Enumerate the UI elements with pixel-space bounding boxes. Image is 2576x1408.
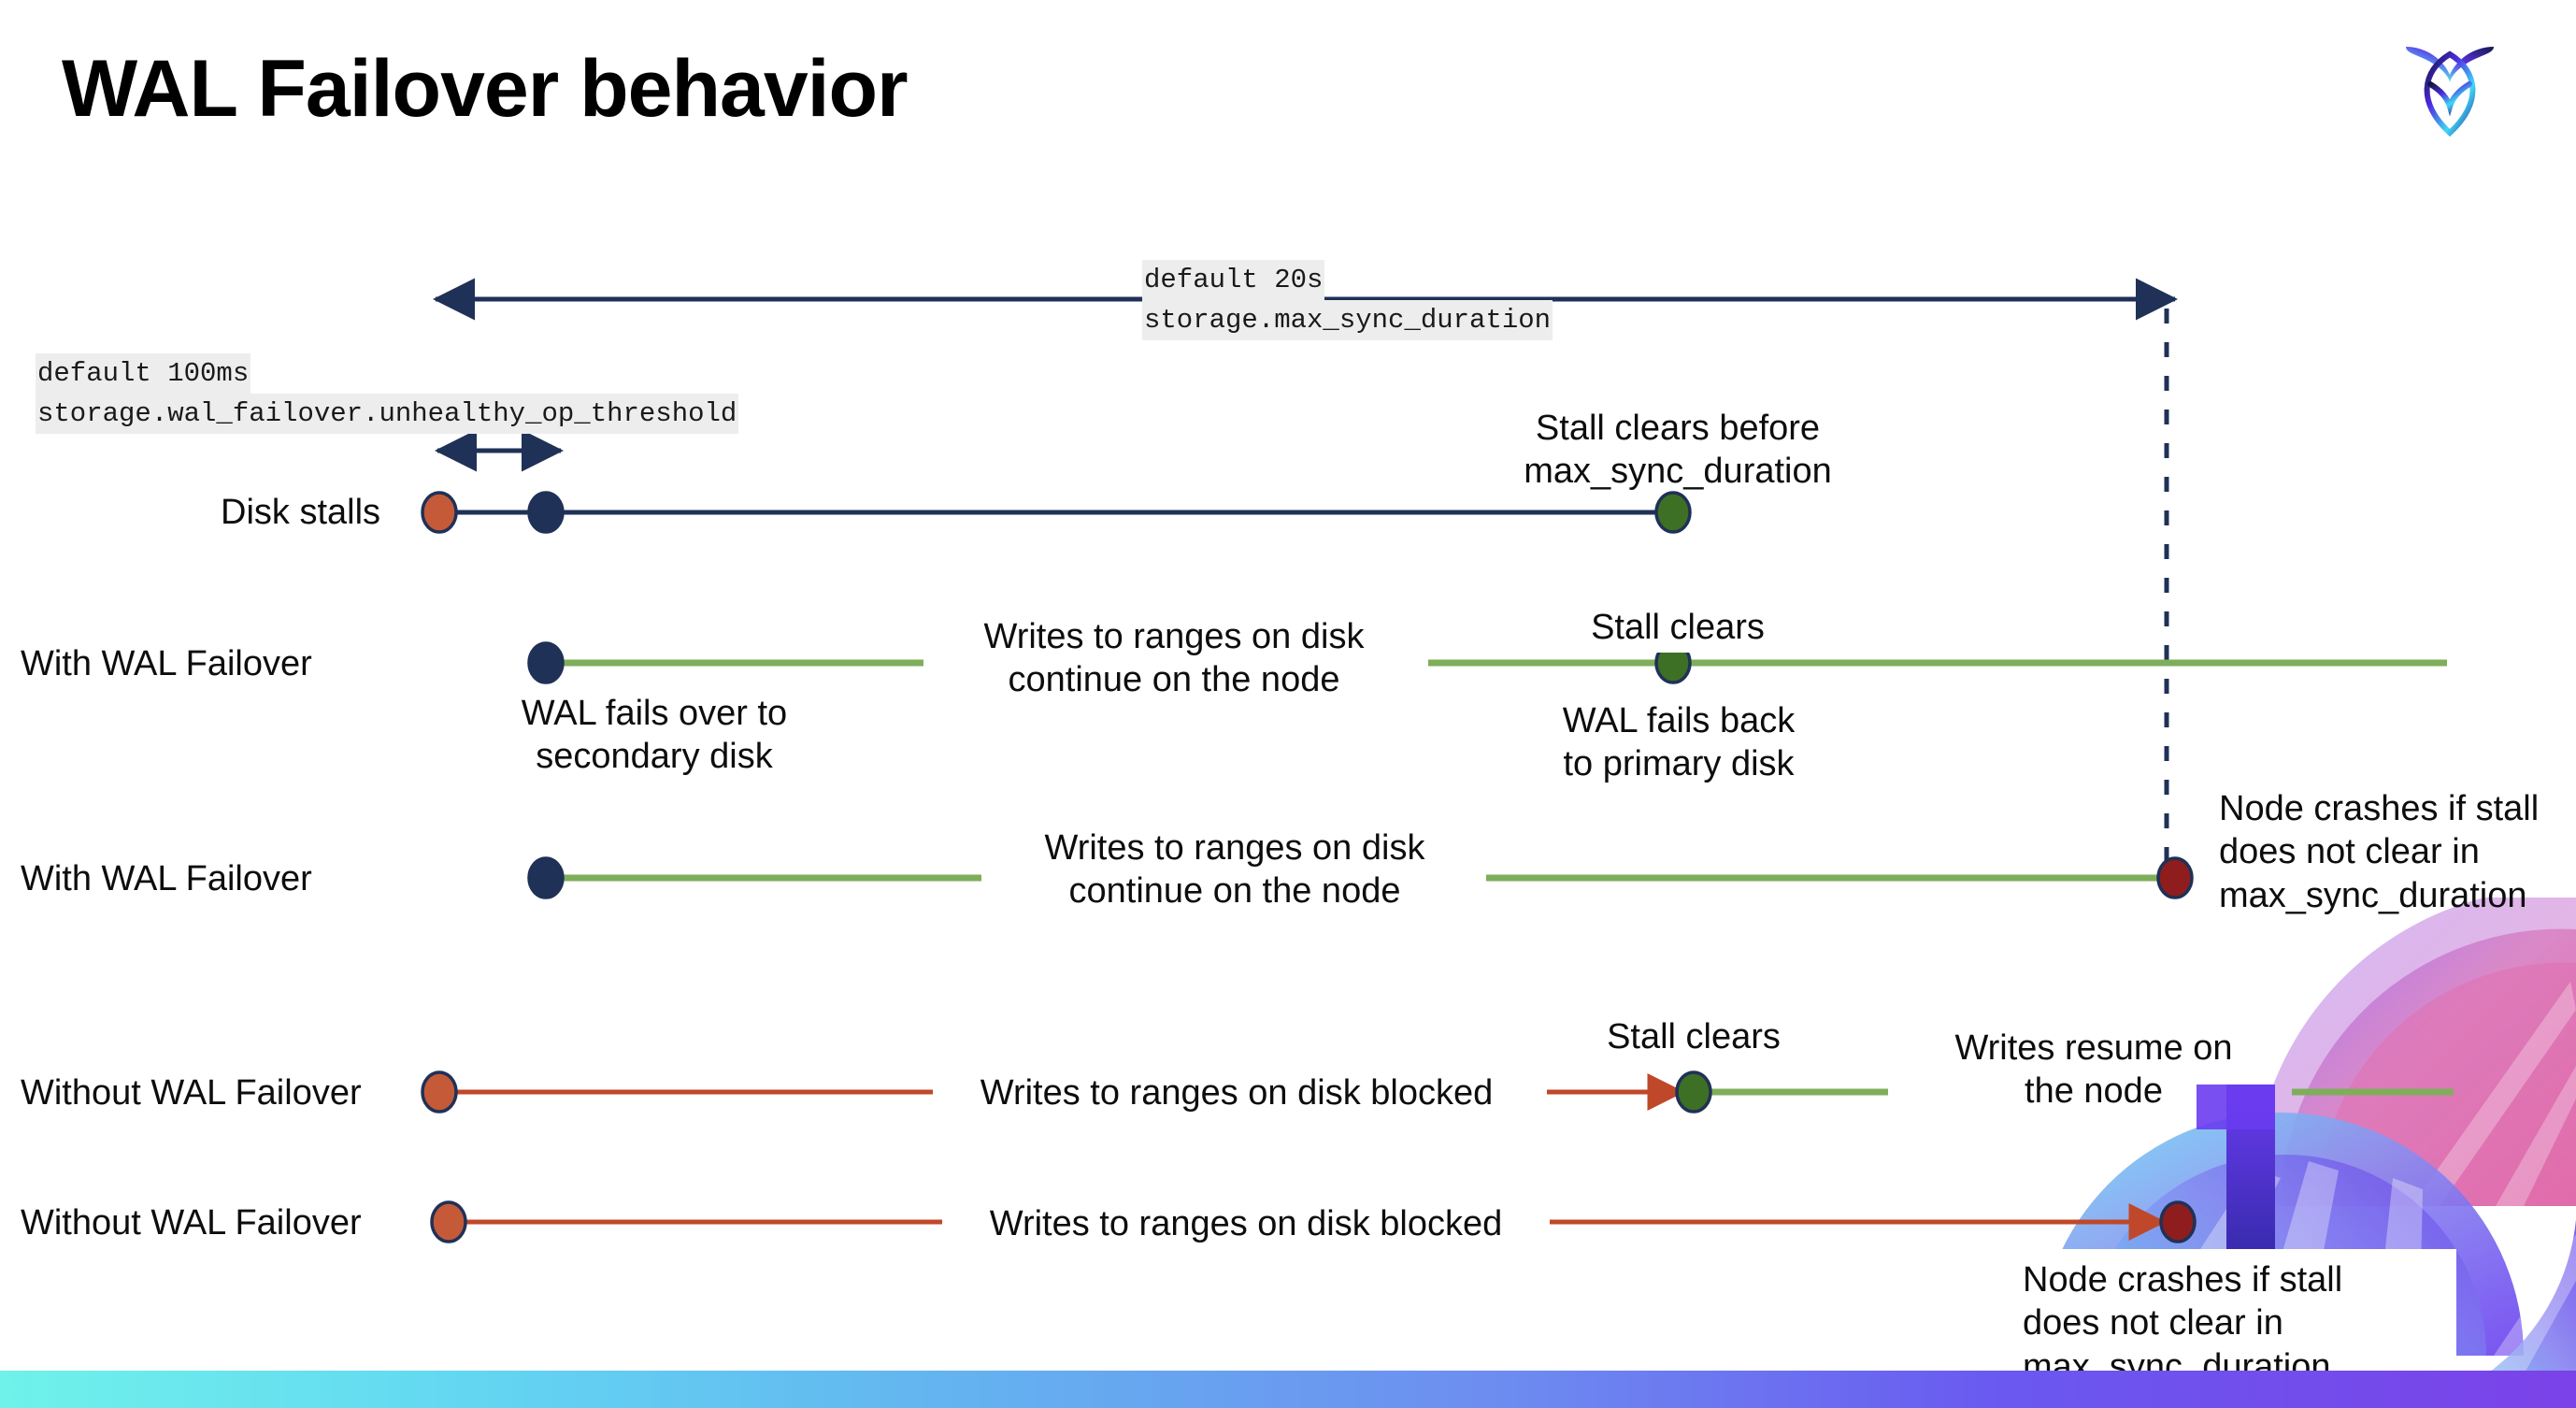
- marker-threshold-reached: [527, 491, 565, 534]
- note-wal-fails-back: WAL fails back to primary disk: [1562, 701, 1796, 784]
- row-label-with-wal-failover-2: With WAL Failover: [21, 859, 312, 898]
- note-stall-clears-2: Stall clears: [1607, 1017, 1781, 1056]
- setting-name-max-sync: storage.max_sync_duration: [1142, 300, 1553, 341]
- marker-node-crashes: [2159, 1200, 2197, 1243]
- row-label-without-wal-failover-1: Without WAL Failover: [21, 1073, 362, 1113]
- timeline-row-without-wal-failover-clears: [421, 1070, 2454, 1113]
- setting-label-max-sync-duration: default 20s storage.max_sync_duration: [1142, 260, 1553, 341]
- note-backdrop: [1542, 598, 1813, 653]
- note-writes-continue-1: Writes to ranges on disk continue on the…: [983, 617, 1365, 700]
- setting-default-unhealthy-op: default 100ms: [36, 353, 251, 395]
- page-title: WAL Failover behavior: [62, 44, 909, 134]
- marker-stall-clears: [1675, 1070, 1712, 1113]
- marker-stall-clears: [1654, 491, 1692, 534]
- note-backdrop: [942, 1197, 1550, 1251]
- row-label-without-wal-failover-2: Without WAL Failover: [21, 1203, 362, 1243]
- note-backdrop: [923, 612, 1428, 717]
- marker-stall-begins: [421, 1070, 458, 1113]
- timeline-row-with-wal-failover-crashes: [527, 856, 2194, 899]
- note-writes-resume: Writes resume on the node: [1954, 1028, 2233, 1112]
- note-wal-fails-over: WAL fails over to secondary disk: [521, 694, 788, 777]
- note-backdrop: [981, 825, 1486, 929]
- note-writes-continue-2: Writes to ranges on disk continue on the…: [1044, 828, 1425, 912]
- row-label-disk-stalls: Disk stalls: [221, 493, 381, 532]
- row-label-with-wal-failover-1: With WAL Failover: [21, 644, 312, 683]
- note-node-crashes-1: Node crashes if stall does not clear in …: [2219, 789, 2540, 915]
- bottom-gradient-bar: [0, 1371, 2576, 1408]
- note-backdrop: [933, 1066, 1540, 1120]
- marker-wal-fails-over: [527, 856, 565, 899]
- timeline-row-disk-stalls: [421, 491, 1692, 534]
- timeline-row-without-wal-failover-crashes: [430, 1200, 2197, 1243]
- setting-label-unhealthy-op-threshold: default 100ms storage.wal_failover.unhea…: [36, 353, 739, 435]
- note-writes-blocked-2: Writes to ranges on disk blocked: [989, 1204, 1503, 1243]
- note-stall-clears-1: Stall clears: [1591, 608, 1765, 647]
- marker-stall-begins: [421, 491, 458, 534]
- setting-default-max-sync: default 20s: [1142, 260, 1325, 301]
- timeline-row-with-wal-failover-clears: [527, 641, 2447, 684]
- marker-node-crashes: [2156, 856, 2194, 899]
- cockroachdb-logo-icon: [2389, 26, 2511, 148]
- marker-stall-begins: [430, 1200, 467, 1243]
- note-stall-clears-before-max-sync: Stall clears before max_sync_duration: [1524, 409, 1832, 492]
- note-writes-blocked-1: Writes to ranges on disk blocked: [980, 1073, 1494, 1113]
- marker-wal-fails-over: [527, 641, 565, 684]
- setting-name-unhealthy-op: storage.wal_failover.unhealthy_op_thresh…: [36, 394, 739, 435]
